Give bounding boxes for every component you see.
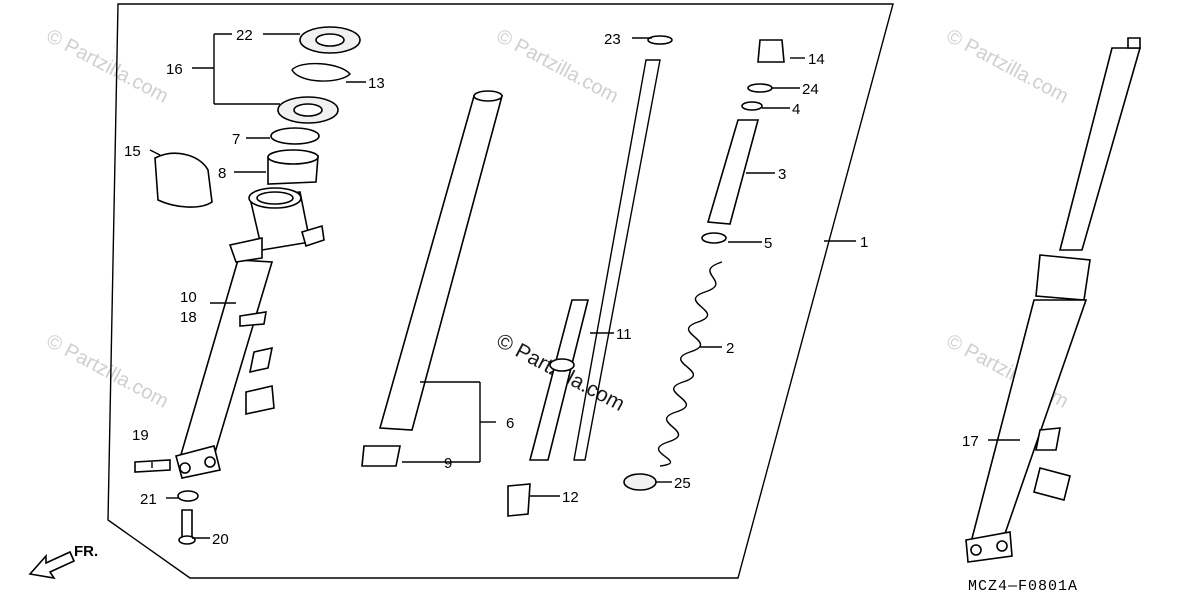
- damper-rod-body: [528, 299, 590, 461]
- spring-seat: [623, 473, 657, 491]
- watermark: © Partzilla.com: [943, 25, 1072, 108]
- direction-label: FR.: [74, 543, 98, 560]
- callout-10: 10: [180, 289, 197, 306]
- slide-bushing: [361, 445, 401, 467]
- watermark: © Partzilla.com: [493, 25, 622, 108]
- callout-19: 19: [132, 427, 149, 444]
- fork-protector: [154, 152, 213, 208]
- callout-7: 7: [232, 131, 240, 148]
- callout-6: 6: [506, 415, 514, 432]
- diagram-code: MCZ4—F0801A: [968, 578, 1078, 595]
- callout-13: 13: [368, 75, 385, 92]
- fork-pipe: [378, 95, 504, 431]
- washer: [270, 127, 320, 145]
- callout-9: 9: [444, 455, 452, 472]
- lower-seal-inner: [293, 103, 323, 117]
- fork-leg-left: [175, 187, 325, 479]
- o-ring: [747, 83, 773, 93]
- callout-21: 21: [140, 491, 157, 508]
- assembly-frame: [107, 3, 894, 579]
- callout-3: 3: [778, 166, 786, 183]
- callout-24: 24: [802, 81, 819, 98]
- damper-rod: [573, 59, 661, 461]
- upper-seal-inner: [315, 33, 345, 47]
- callout-8: 8: [218, 165, 226, 182]
- callout-17: 17: [962, 433, 979, 450]
- callout-4: 4: [792, 101, 800, 118]
- callout-14: 14: [808, 51, 825, 68]
- callout-22: 22: [236, 27, 253, 44]
- sealing-washer: [177, 490, 199, 502]
- callout-5: 5: [764, 235, 772, 252]
- leader-lines: [149, 33, 1020, 539]
- callout-2: 2: [726, 340, 734, 357]
- fork-assembly-right: [965, 37, 1142, 563]
- spring-collar: [706, 119, 760, 225]
- callout-1: 1: [860, 234, 868, 251]
- spring-washer: [701, 232, 727, 244]
- o-ring-top: [647, 35, 673, 45]
- callout-15: 15: [124, 143, 141, 160]
- watermark: © Partzilla.com: [43, 25, 172, 108]
- fork-pipe-top: [473, 90, 503, 102]
- front-direction-arrow: FR.: [28, 543, 98, 580]
- stopper-ring: [291, 62, 351, 82]
- callout-12: 12: [562, 489, 579, 506]
- damper-piston: [549, 358, 575, 372]
- watermark: © Partzilla.com: [43, 330, 172, 413]
- callout-16: 16: [166, 61, 183, 78]
- callout-23: 23: [604, 31, 621, 48]
- callout-25: 25: [674, 475, 691, 492]
- collar-top: [267, 149, 319, 165]
- callouts: 22 16 13 7 15 8 10 18 19 21 20 6 9 11 12…: [124, 27, 979, 548]
- fork-bolt-washer: [741, 101, 763, 111]
- callout-11: 11: [616, 326, 632, 343]
- fork-bolt: [757, 39, 785, 63]
- spring-seat-pipe: [507, 483, 531, 517]
- socket-bolt-head: [178, 535, 196, 545]
- callout-20: 20: [212, 531, 229, 548]
- fork-spring: [658, 261, 723, 467]
- callout-18: 18: [180, 309, 197, 326]
